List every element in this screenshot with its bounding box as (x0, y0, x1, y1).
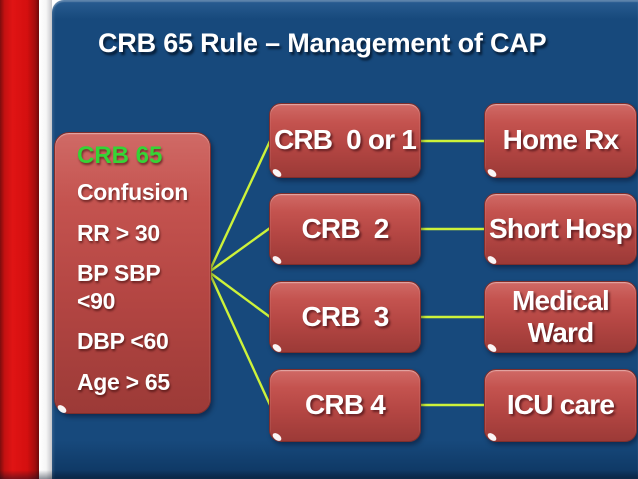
action-label: Medical Ward (511, 284, 610, 348)
fan-line-row2 (207, 226, 272, 274)
action-box-icu-care: ICU care (484, 369, 637, 442)
score-label: CRB 4 (304, 389, 386, 421)
score-label: CRB 3 (301, 300, 390, 332)
score-label: CRB 2 (301, 212, 390, 244)
criteria-heading: CRB 65 (77, 142, 163, 169)
criteria-item-rr: RR > 30 (77, 219, 160, 246)
score-box-crb-4: CRB 4 (269, 369, 421, 442)
score-box-crb-0-or-1: CRB 0 or 1 (269, 103, 421, 178)
criteria-item-dbp: DBP <60 (77, 328, 169, 355)
fan-line-row1 (207, 139, 272, 274)
action-box-short-hosp: Short Hosp (484, 193, 637, 265)
action-label: Short Hosp (489, 212, 633, 244)
fan-line-row3 (207, 270, 272, 319)
score-box-crb-2: CRB 2 (269, 193, 421, 265)
left-gutter-divider (39, 0, 52, 479)
action-box-home-rx: Home Rx (484, 103, 637, 178)
action-box-medical-ward: Medical Ward (484, 281, 637, 353)
criteria-item-bp: BP SBP <90 (77, 260, 161, 314)
page-title: CRB 65 Rule – Management of CAP (98, 28, 547, 58)
action-label: ICU care (506, 389, 615, 421)
criteria-item-age: Age > 65 (77, 368, 170, 395)
criteria-box: CRB 65 Confusion RR > 30 BP SBP <90 DBP … (54, 132, 211, 414)
criteria-item-confusion: Confusion (77, 179, 188, 205)
left-accent-bar (0, 0, 39, 479)
fan-line-row4 (207, 270, 272, 407)
action-label: Home Rx (502, 124, 620, 156)
score-label: CRB 0 or 1 (273, 124, 417, 156)
score-box-crb-3: CRB 3 (269, 281, 421, 353)
